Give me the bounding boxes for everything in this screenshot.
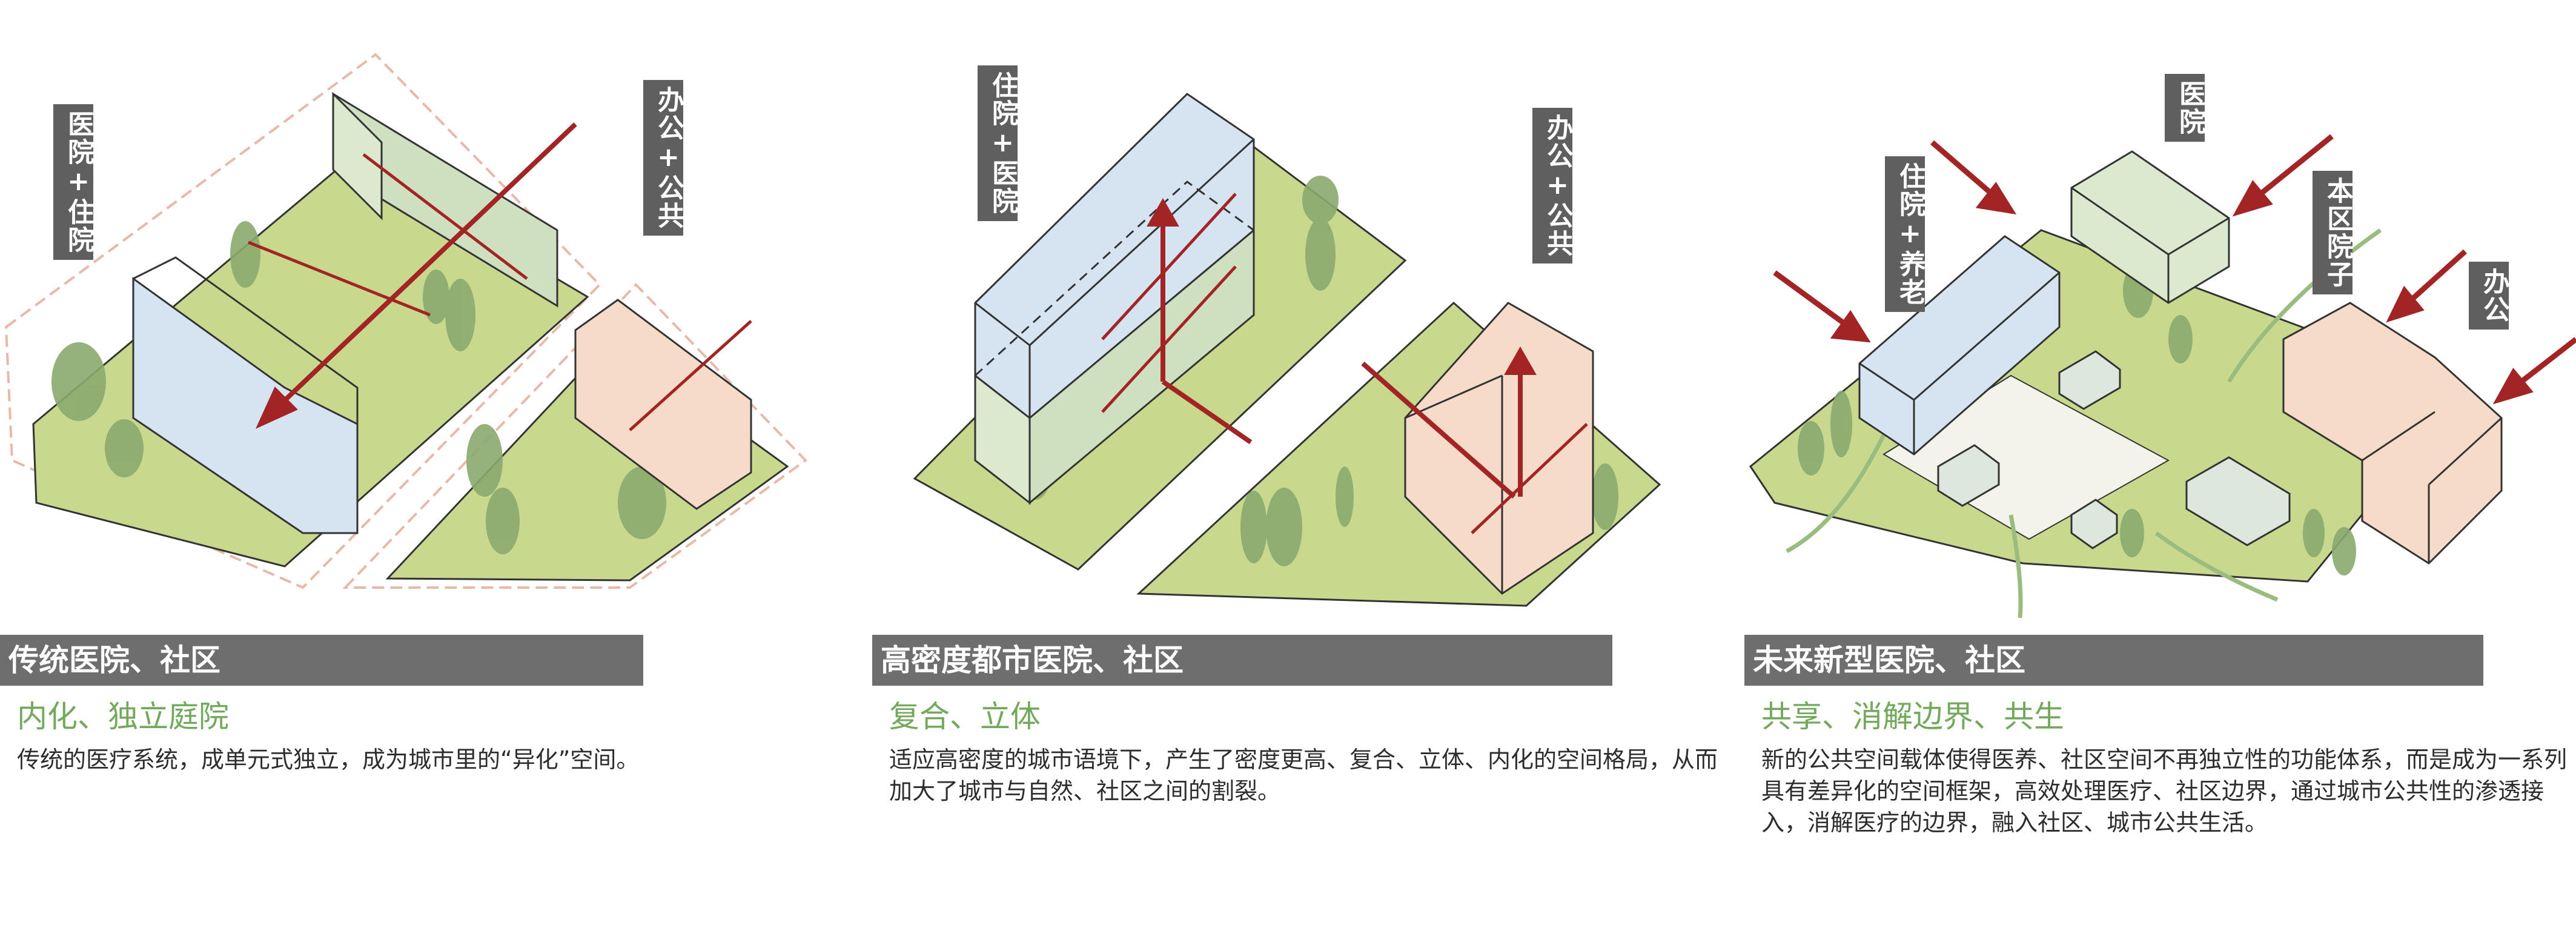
ground-left [32, 156, 589, 568]
diagram-traditional [4, 53, 808, 589]
block-green [2070, 150, 2230, 304]
panel-description: 传统的医疗系统，成单元式独立，成为城市里的“异化”空间。 [17, 746, 640, 773]
diagram-future [1749, 134, 2576, 618]
tree-group [51, 221, 666, 554]
panel-traditional: 医院+住院 办公+公共 传统医院、社区 内化、独立庭院 传统的医疗系统，成单元式… [0, 0, 860, 948]
pavilion [1937, 444, 2000, 507]
pavilion [2070, 499, 2118, 549]
panel-subtitle: 共享、消解边界、共生 [1761, 699, 2064, 734]
block-peach [574, 299, 752, 510]
panel-description: 适应高密度的城市语境下，产生了密度更高、复合、立体、内化的空间格局，从而加大了城… [889, 746, 1718, 804]
arrows-red [1101, 193, 1588, 534]
panel-future: 住院+养老 医院 本区院子 办公 未来新型医院、社区 共享、消解边界、共生 新的… [1744, 0, 2576, 948]
label-hospital: 医院 [2165, 74, 2205, 142]
block-blue [132, 277, 359, 534]
panel-high-density: 住院+医院 办公+公共 高密度都市医院、社区 复合、立体 适应高密度的城市语境下… [872, 0, 1732, 948]
panel-subtitle: 内化、独立庭院 [17, 699, 229, 734]
boundary-dashed [4, 53, 601, 589]
panel-title-bar: 未来新型医院、社区 [1744, 635, 2483, 686]
panel-title-bar: 高密度都市医院、社区 [872, 635, 1612, 686]
label-office-public: 办公+公共 [1532, 108, 1573, 264]
arrows-red [248, 122, 752, 431]
panel-description: 新的公共空间载体使得医养、社区空间不再独立性的功能体系，而是成为一系列具有差异化… [1761, 746, 2568, 836]
boundary-dashed [342, 283, 808, 589]
panel-title-bar: 传统医院、社区 [0, 635, 643, 686]
label-hospital-inpatient: 医院+住院 [53, 104, 94, 260]
block-green [332, 91, 383, 220]
pavilion [2058, 350, 2121, 410]
label-office: 办公 [2469, 262, 2509, 330]
block-peach-l [2282, 302, 2503, 565]
label-inpatient-eldercare: 住院+养老 [1885, 156, 1925, 312]
pavilion [2185, 456, 2291, 546]
label-local-courtyard: 本区院子 [2313, 171, 2353, 294]
block-blue [1858, 235, 2061, 456]
label-office-public: 办公+公共 [643, 80, 684, 236]
arrows-red [1773, 134, 2576, 405]
diagram-high-density [913, 93, 1661, 607]
label-inpatient-hospital: 住院+医院 [978, 65, 1018, 221]
tower-peach [1404, 302, 1594, 595]
panel-subtitle: 复合、立体 [889, 699, 1041, 734]
